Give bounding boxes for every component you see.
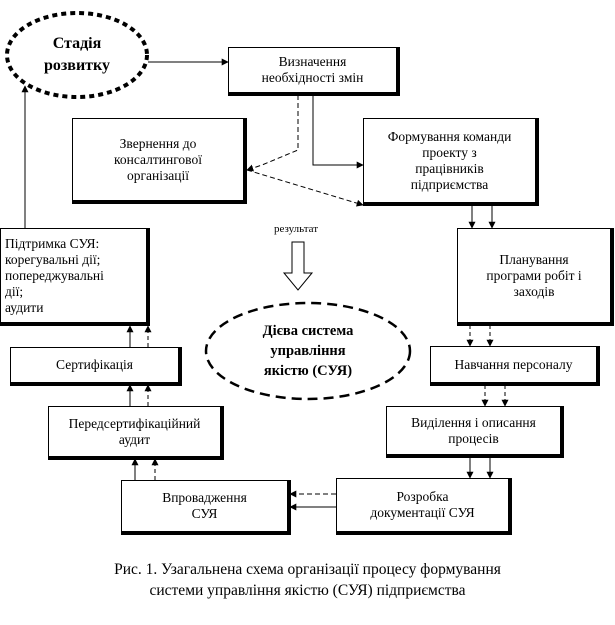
consult-box: Звернення до консалтингової організації xyxy=(72,118,247,204)
define-box: Визначення необхідності змін xyxy=(228,47,400,96)
arrow-define-consult xyxy=(246,95,299,172)
certification-box: Сертифікація xyxy=(10,347,182,386)
precert-box: Передсертифікаційний аудит xyxy=(48,406,224,460)
result-arrow xyxy=(282,241,314,291)
implementation-box: Впровадження СУЯ xyxy=(121,480,291,535)
qms-label: Дієва система управління якістю (СУЯ) xyxy=(262,323,354,379)
stage-ellipse xyxy=(5,11,149,99)
result-label: результат xyxy=(274,223,319,235)
arrow-define-team xyxy=(312,95,364,169)
support-box: Підтримка СУЯ: корегувальні дії; поперед… xyxy=(0,228,150,326)
training-box: Навчання персоналу xyxy=(430,346,600,386)
arrow-consult-team xyxy=(246,169,364,207)
planning-box: Планування програми робіт і заходів xyxy=(457,228,614,326)
figure-caption: Рис. 1. Узагальнена схема організації пр… xyxy=(114,561,501,599)
qms-ellipse xyxy=(204,301,412,401)
processes-box: Виділення і описання процесів xyxy=(386,406,564,458)
documentation-box: Розробка документації СУЯ xyxy=(336,478,512,535)
stage-label: Стадія розвитку xyxy=(43,35,111,74)
team-box: Формування команди проекту з працівників… xyxy=(363,118,539,206)
